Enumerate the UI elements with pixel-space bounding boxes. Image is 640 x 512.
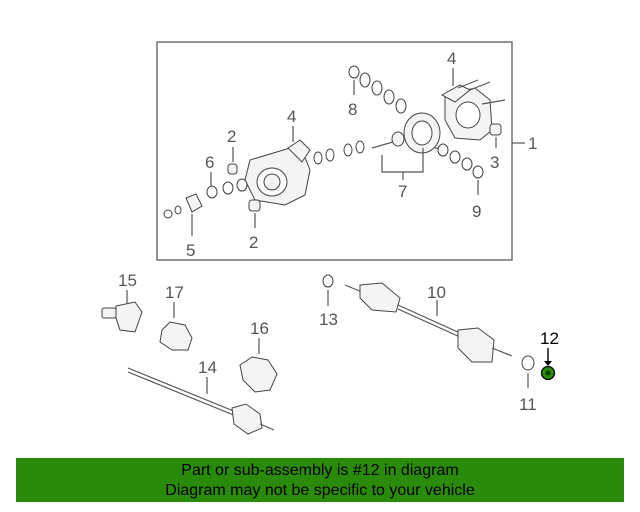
label-16: 16 [250,319,269,338]
info-banner: Part or sub-assembly is #12 in diagram D… [16,458,624,502]
label-17: 17 [165,283,184,302]
nut-12[interactable] [540,365,556,381]
label-13: 13 [319,310,338,329]
label-8: 8 [348,100,357,119]
carrier-housing-left[interactable] [244,139,311,206]
ring-gear[interactable] [403,112,441,154]
bushing-3[interactable] [489,123,502,136]
banner-line-2: Diagram may not be specific to your vehi… [165,482,475,499]
label-6: 6 [205,153,214,172]
banner-line-1: Part or sub-assembly is #12 in diagram [181,462,459,479]
washer-11[interactable] [521,355,535,371]
label-2-bottom: 2 [249,233,258,252]
label-11: 11 [519,395,537,414]
inner-seals [313,140,365,165]
label-5: 5 [186,241,195,260]
label-4-right: 4 [447,49,456,68]
axle-shaft-10[interactable] [344,282,513,363]
label-2-top: 2 [227,127,236,146]
boot-16[interactable] [239,356,278,393]
carrier-cover-right[interactable] [440,84,493,141]
inner-joint-15[interactable] [101,301,143,333]
bushing-2-top[interactable] [227,163,238,175]
label-15: 15 [118,271,137,290]
washer-13[interactable] [322,274,334,288]
label-12: 12 [540,329,559,348]
pinion-shaft[interactable] [371,131,405,149]
label-4-left: 4 [287,107,296,126]
bracket-5[interactable] [163,193,203,219]
differential-assembly-box [156,41,513,261]
bearing-set-9[interactable] [437,143,484,179]
seal-6[interactable] [206,178,248,199]
label-9: 9 [472,202,481,221]
bushing-2-bottom[interactable] [248,199,261,212]
label-7: 7 [398,182,407,201]
bearing-set-8[interactable] [348,65,407,114]
axle-shaft-14[interactable] [127,367,275,435]
label-10: 10 [427,283,446,302]
boot-17[interactable] [159,321,193,351]
label-1: 1 [528,134,537,153]
label-14: 14 [198,358,217,377]
label-3: 3 [490,153,499,172]
